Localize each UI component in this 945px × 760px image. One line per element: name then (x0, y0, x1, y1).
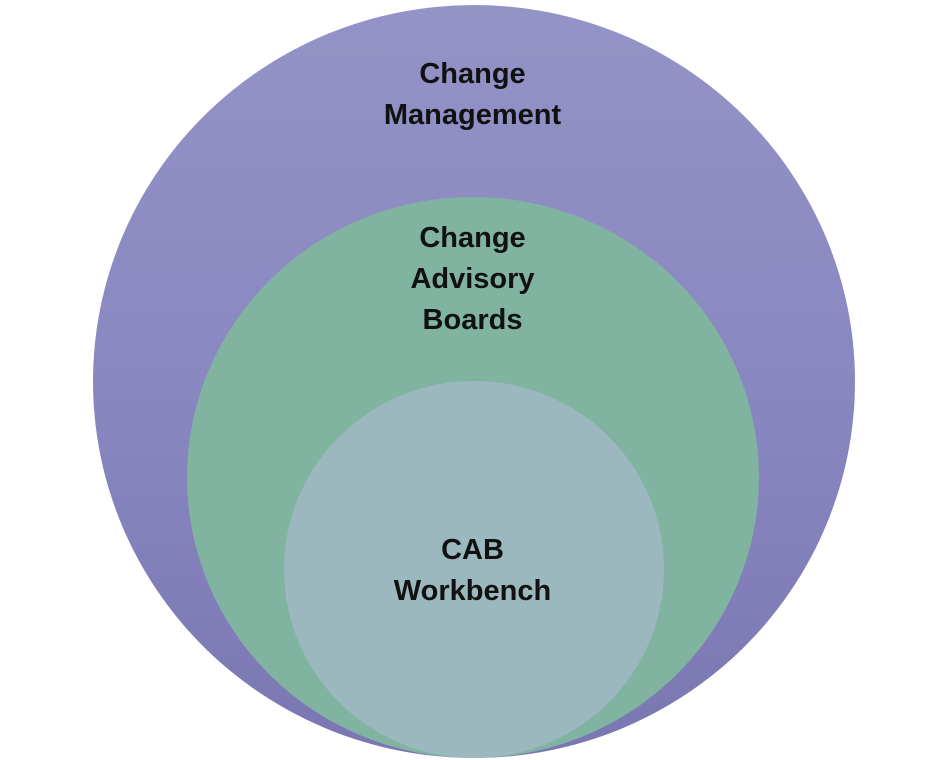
change-management-label: Change Management (0, 54, 945, 136)
label-line: Change (419, 58, 526, 90)
label-line: Workbench (393, 575, 552, 607)
label-line: CAB (441, 534, 504, 566)
label-line: Boards (422, 304, 523, 336)
cab-workbench-label: CAB Workbench (0, 530, 945, 612)
label-line: Change (419, 222, 526, 254)
change-advisory-boards-label: Change Advisory Boards (0, 218, 945, 341)
label-line: Management (383, 99, 562, 131)
label-line: Advisory (410, 263, 535, 295)
cab-workbench-circle (284, 381, 664, 758)
